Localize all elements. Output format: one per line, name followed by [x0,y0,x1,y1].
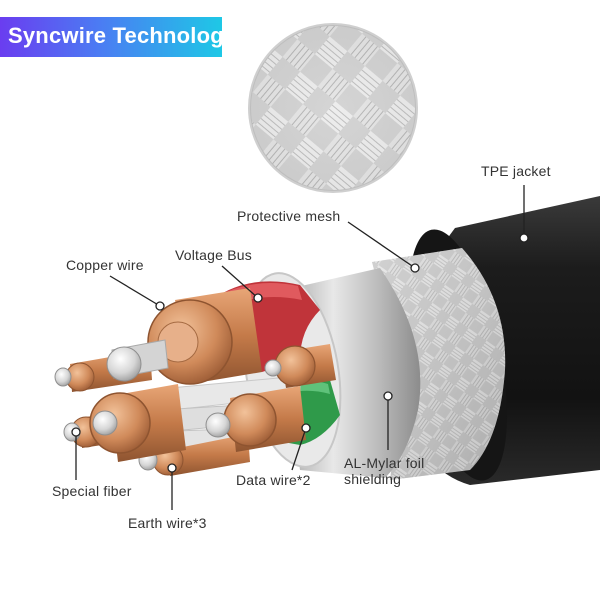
leader-lines [71,185,529,510]
label-al-mylar-line2: shielding [344,471,402,487]
copper-bundle-upper [264,344,336,388]
label-tpe-jacket: TPE jacket [481,163,551,179]
leader-data-wire [291,427,307,471]
label-copper-wire: Copper wire [66,257,144,273]
copper-bundle-main [147,288,262,385]
leader-protective-mesh [347,221,416,269]
mesh-magnifier [248,23,418,193]
label-data-wire: Data wire*2 [236,472,311,488]
label-earth-wire: Earth wire*3 [128,515,207,531]
leader-copper-wire [109,275,161,307]
label-voltage-bus: Voltage Bus [175,247,252,263]
label-al-mylar-line1: AL-Mylar foil [344,455,425,471]
silver-strand-left [106,339,169,382]
copper-bundle-center [89,384,186,462]
copper-bundle-data [205,386,306,452]
brand-banner: Syncwire Technology [0,17,236,57]
label-special-fiber: Special fiber [52,483,132,499]
leader-voltage-bus [221,265,259,299]
brand-title: Syncwire Technology [8,23,237,48]
label-protective-mesh: Protective mesh [237,208,341,224]
